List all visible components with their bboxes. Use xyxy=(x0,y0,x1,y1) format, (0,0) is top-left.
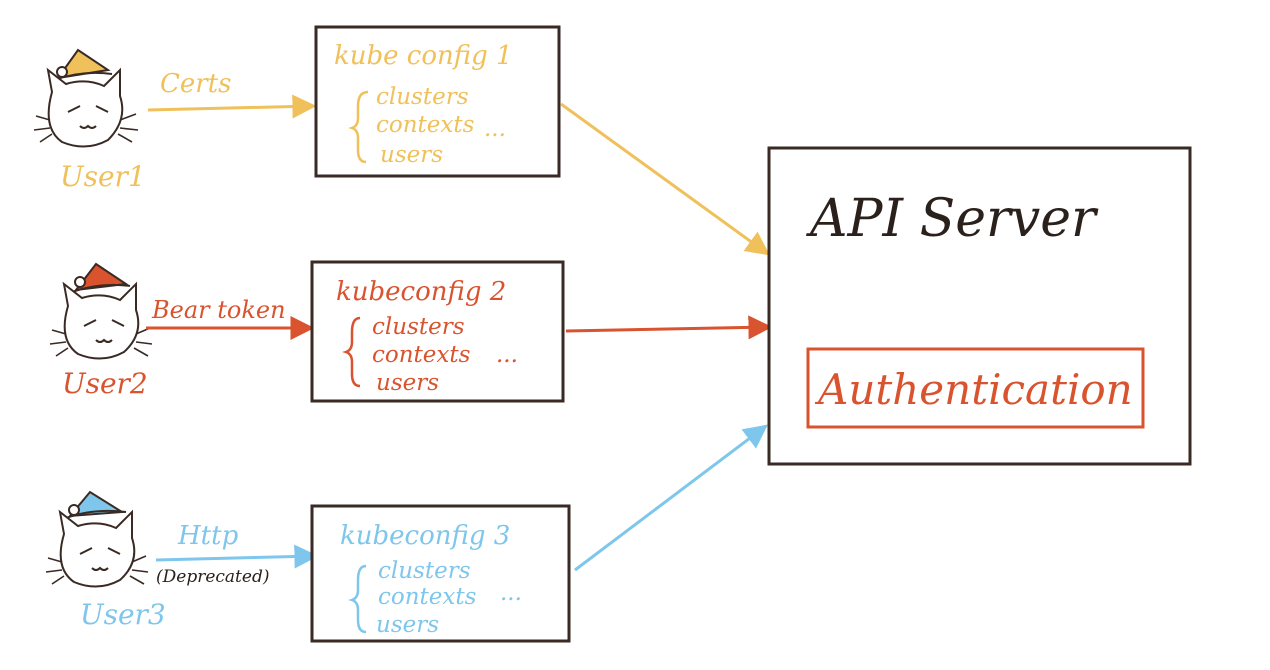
kubeconfig1-brace xyxy=(348,90,369,164)
user1-to-config1-arrow xyxy=(147,94,317,119)
kubeconfig2-box xyxy=(310,260,565,403)
kubeconfig2-title: kubeconfig 2 xyxy=(336,277,506,307)
user3-cat-face-icon xyxy=(45,509,149,588)
kubeconfig2-item-users: users xyxy=(376,370,439,396)
config2-to-api-arrow xyxy=(565,315,773,340)
kubeconfig2-ellipsis: ... xyxy=(496,342,518,368)
user2-hat-icon xyxy=(71,262,131,293)
authentication-label: Authentication xyxy=(814,365,1133,414)
kubeconfig1-item-contexts: contexts xyxy=(376,112,475,138)
kubeconfig1-ellipsis: ... xyxy=(484,116,506,142)
kubeconfig2-item-clusters: clusters xyxy=(372,314,465,340)
user3-cat-avatar xyxy=(45,490,149,588)
config1-to-api-arrow xyxy=(560,102,770,256)
user3-label: User3 xyxy=(80,598,166,631)
kubeconfig3-item-contexts: contexts xyxy=(378,584,477,610)
kubeconfig2-item-contexts: contexts xyxy=(372,342,471,368)
kubeconfig3-box xyxy=(310,504,571,643)
user3-to-config3-arrow xyxy=(155,544,319,569)
config3-to-api-arrow xyxy=(574,424,768,572)
user3-auth-method: Http xyxy=(177,521,239,551)
user1-label: User1 xyxy=(60,160,146,193)
user2-label: User2 xyxy=(62,367,148,400)
user1-cat-face-icon xyxy=(33,67,139,148)
user1-cat-avatar xyxy=(33,48,139,148)
user3-hat-icon xyxy=(65,490,127,519)
user1-hat-icon xyxy=(53,48,113,81)
user2-cat-avatar xyxy=(49,262,153,360)
kubeconfig3-brace xyxy=(348,564,367,634)
kubeconfig1-item-users: users xyxy=(380,142,443,168)
user1-auth-method: Certs xyxy=(160,69,232,99)
user3-deprecated-note: (Deprecated) xyxy=(156,567,269,587)
kubeconfig3-item-clusters: clusters xyxy=(378,558,471,584)
kubeconfig3-item-users: users xyxy=(376,612,439,638)
user2-auth-method: Bear token xyxy=(151,296,286,324)
authentication-box xyxy=(806,347,1145,429)
kubeconfig2-brace xyxy=(342,316,361,388)
kubeconfig3-ellipsis: ... xyxy=(500,580,522,606)
kubeconfig1-title: kube config 1 xyxy=(334,41,513,71)
user2-cat-face-icon xyxy=(49,281,153,360)
kubeconfig1-box xyxy=(314,25,561,178)
kubeconfig3-title: kubeconfig 3 xyxy=(340,521,510,551)
api-server-title: API Server xyxy=(806,189,1099,249)
kubeconfig1-item-clusters: clusters xyxy=(376,84,469,110)
